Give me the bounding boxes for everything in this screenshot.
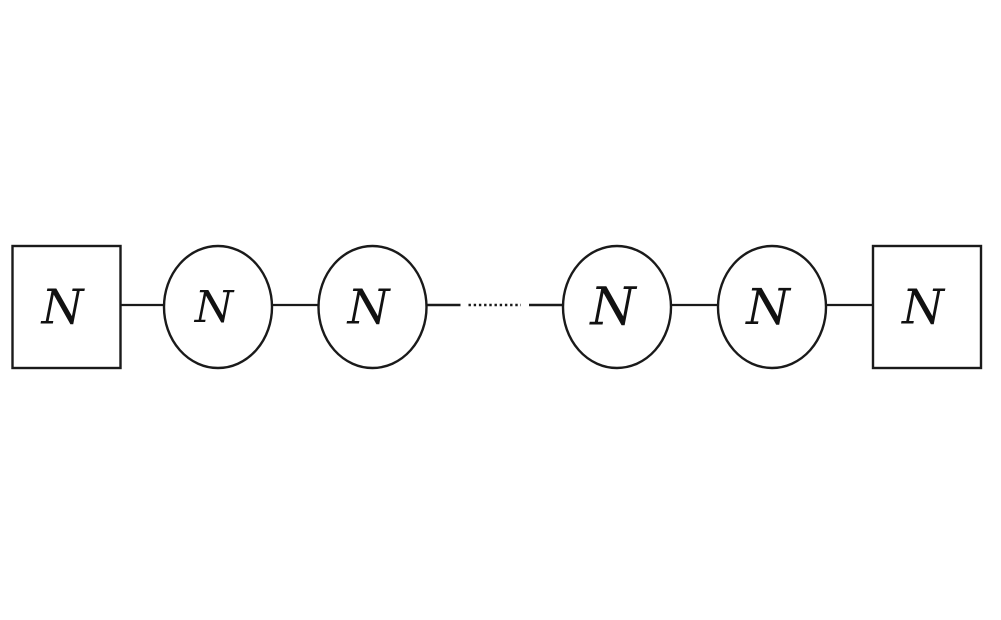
node-gauge-2: N (317, 244, 428, 370)
gauge-circle (317, 244, 428, 370)
node-label: N (347, 279, 392, 335)
node-gauge-3: N (561, 244, 673, 370)
gauge-circle (561, 244, 673, 370)
flavor-square (11, 244, 122, 370)
gauge-circle (716, 244, 828, 370)
node-flavor-left: N (11, 244, 122, 370)
node-label: N (194, 282, 235, 333)
node-flavor-right: N (871, 244, 983, 370)
node-gauge-4: N (716, 244, 828, 370)
node-label: N (41, 279, 86, 335)
gauge-circle (162, 244, 274, 370)
flavor-square (871, 244, 983, 370)
node-label: N (901, 279, 946, 335)
node-label: N (588, 278, 637, 338)
node-gauge-1: N (162, 244, 274, 370)
node-label: N (745, 278, 792, 336)
